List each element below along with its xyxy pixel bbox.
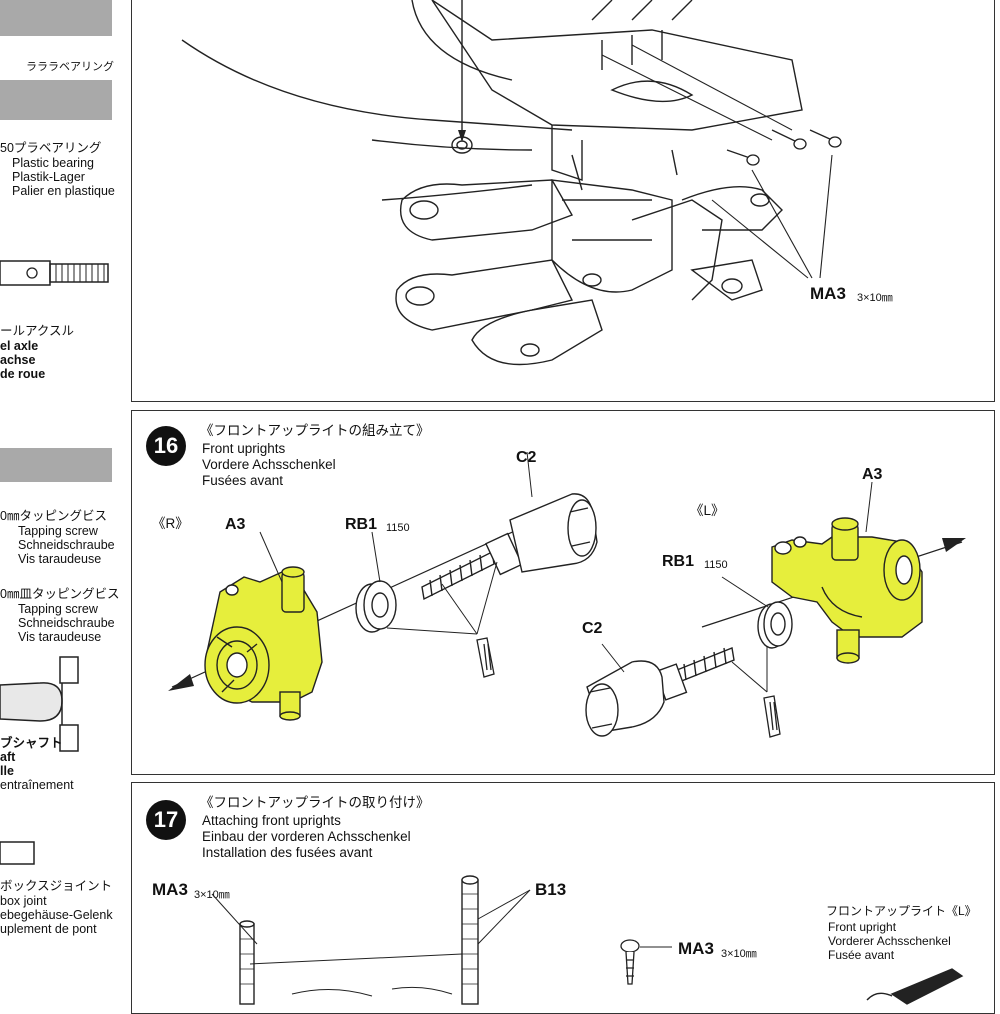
step16-title-fr: Fusées avant bbox=[202, 473, 284, 488]
step16-title-en: Front uprights bbox=[202, 441, 286, 456]
chassis-diagram bbox=[181, 0, 842, 366]
rb1-num-left: 1150 bbox=[704, 559, 728, 571]
parts-header-bar-2 bbox=[0, 80, 112, 120]
step17-title-en: Attaching front uprights bbox=[202, 813, 341, 828]
grease-brush-icon-left bbox=[763, 695, 781, 738]
step17-panel bbox=[131, 782, 995, 1014]
step17-number: 17 bbox=[146, 800, 186, 840]
bearing-rb1-right bbox=[355, 580, 397, 633]
b13-label: B13 bbox=[535, 880, 567, 899]
grease-brush-icon-right bbox=[476, 637, 495, 678]
a3-label-right: A3 bbox=[225, 516, 246, 533]
rb1-num-right: 1150 bbox=[386, 522, 410, 534]
upright-a3-right bbox=[204, 566, 323, 721]
step16-title-jp: 《フロントアップライトの組み立て》 bbox=[200, 423, 430, 438]
rb1-label-left: RB1 bbox=[662, 553, 695, 570]
step17-title-de: Einbau der vorderen Achsschenkel bbox=[202, 829, 411, 844]
cup-joint-c2-left bbox=[585, 647, 735, 737]
top-step-panel bbox=[131, 0, 995, 402]
wheel-axle-icon bbox=[0, 260, 109, 286]
step17-title-fr: Installation des fusées avant bbox=[202, 845, 373, 860]
gearbox-joint-icon bbox=[0, 841, 35, 865]
screw-icon bbox=[726, 129, 842, 166]
ma3-size-top: 3×10㎜ bbox=[857, 292, 893, 304]
step16-title-de: Vordere Achsschenkel bbox=[202, 457, 336, 472]
step17-diagram bbox=[211, 875, 964, 1005]
bearing-label: ラララベアリング bbox=[26, 61, 114, 73]
upright-corner-icon bbox=[866, 968, 964, 1005]
parts-header-bar-1 bbox=[0, 0, 112, 36]
bearing-rb1-left bbox=[757, 601, 793, 649]
step17-title-jp: 《フロントアップライトの取り付け》 bbox=[200, 795, 430, 810]
ma3-label-step17-left: MA3 bbox=[152, 880, 188, 899]
right-side-tag: 《R》 bbox=[152, 516, 189, 531]
front-upright-right-diagram bbox=[168, 451, 966, 738]
a3-label-left: A3 bbox=[862, 466, 883, 483]
c2-label-right: C2 bbox=[516, 449, 537, 466]
ma3-label-step17-mid: MA3 bbox=[678, 939, 714, 958]
rb1-label-right: RB1 bbox=[345, 516, 378, 533]
ma3-size-step17-left: 3×10㎜ bbox=[194, 889, 230, 901]
ma3-label-top: MA3 bbox=[810, 284, 846, 303]
upright-a3-left bbox=[771, 517, 923, 664]
screw-icon-step17 bbox=[620, 939, 640, 985]
drive-shaft-icon bbox=[0, 656, 79, 752]
left-side-tag: 《L》 bbox=[690, 503, 725, 518]
step16-number: 16 bbox=[146, 426, 186, 466]
cup-joint-c2-right bbox=[421, 493, 598, 601]
ma3-size-step17-mid: 3×10㎜ bbox=[721, 948, 757, 960]
parts-header-bar-3 bbox=[0, 448, 112, 482]
c2-label-left: C2 bbox=[582, 620, 603, 637]
